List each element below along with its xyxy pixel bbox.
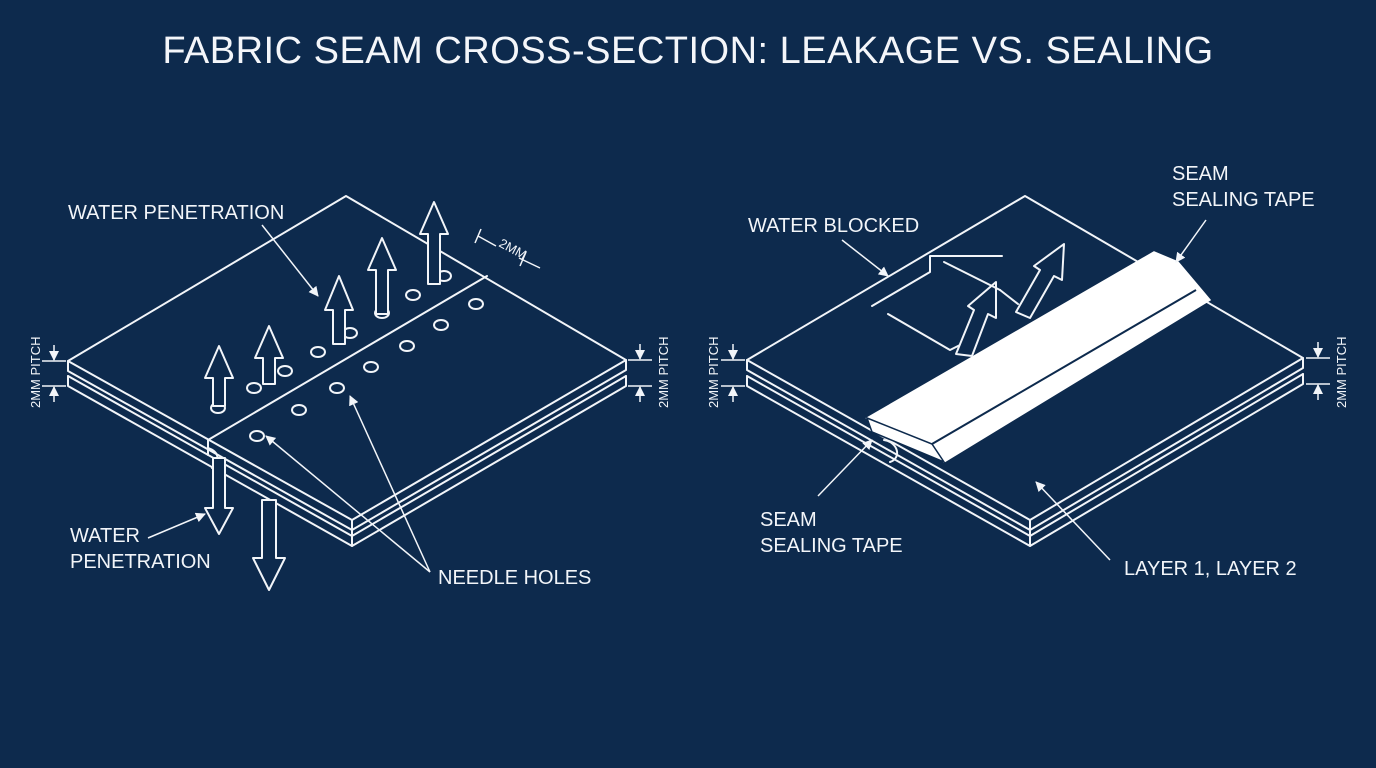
water-penetration-top-label: WATER PENETRATION [68,202,284,224]
left-layer-stack [67,359,627,547]
needle-hole [291,404,307,416]
down-arrow-icon [204,457,234,535]
left-pitch-label: 2MM PITCH [28,337,43,409]
needle-hole [405,289,421,301]
right-pitch-dimension: 2MM PITCH [628,337,671,409]
deflect-arrow-icon [1015,243,1065,319]
needle-hole [277,365,293,377]
right-panel-left-pitch: 2MM PITCH [706,337,745,409]
diagram-title: FABRIC SEAM CROSS-SECTION: LEAKAGE VS. S… [162,30,1214,72]
hole-spacing-label: 2MM [497,235,530,262]
seam-sealing-tape [865,251,1212,464]
tape-bottom-label-1: SEAM [760,509,817,531]
tape-top-label-1: SEAM [1172,163,1229,185]
right-pitch-label: 2MM PITCH [656,337,671,409]
left-pitch-dimension: 2MM PITCH [28,337,66,409]
up-arrow-icon [419,201,449,285]
water-downward-arrows [204,457,286,591]
water-blocked-label: WATER BLOCKED [748,215,919,237]
needle-hole [246,382,262,394]
down-arrow-icon [252,499,286,591]
needle-hole [468,298,484,310]
up-arrow-icon [367,237,397,315]
left-seam-illustration: 2MM 2MM PITCH 2MM PITCH [28,195,671,591]
needle-hole [399,340,415,352]
needle-hole [310,346,326,358]
up-arrow-icon [204,345,234,407]
right-panel-right-pitch-label: 2MM PITCH [1334,337,1349,409]
needle-hole [363,361,379,373]
right-layer-stack [746,357,1304,547]
right-panel-left-pitch-label: 2MM PITCH [706,337,721,409]
tape-bottom-label-2: SEALING TAPE [760,535,903,557]
hole-spacing-dimension: 2MM [474,228,541,269]
tape-top-label-2: SEALING TAPE [1172,189,1315,211]
needle-hole [329,382,345,394]
needle-hole [249,430,265,442]
left-top-layer [67,195,627,521]
water-penetration-bottom-label-1: WATER [70,525,140,547]
right-seam-illustration: 2MM PITCH 2MM PITCH WATER BLOCKED SEAM S… [706,163,1349,580]
right-panel-right-pitch: 2MM PITCH [1306,337,1349,409]
layers-label: LAYER 1, LAYER 2 [1124,558,1297,580]
needle-holes [210,270,484,442]
up-arrow-icon [254,325,284,385]
water-blocked-arrow [871,243,1065,357]
deflect-arrow-icon [955,281,997,357]
water-penetration-bottom-label-2: PENETRATION [70,551,211,573]
water-upward-arrows [204,201,449,407]
needle-hole [433,319,449,331]
needle-holes-label: NEEDLE HOLES [438,567,591,589]
up-arrow-icon [324,275,354,345]
